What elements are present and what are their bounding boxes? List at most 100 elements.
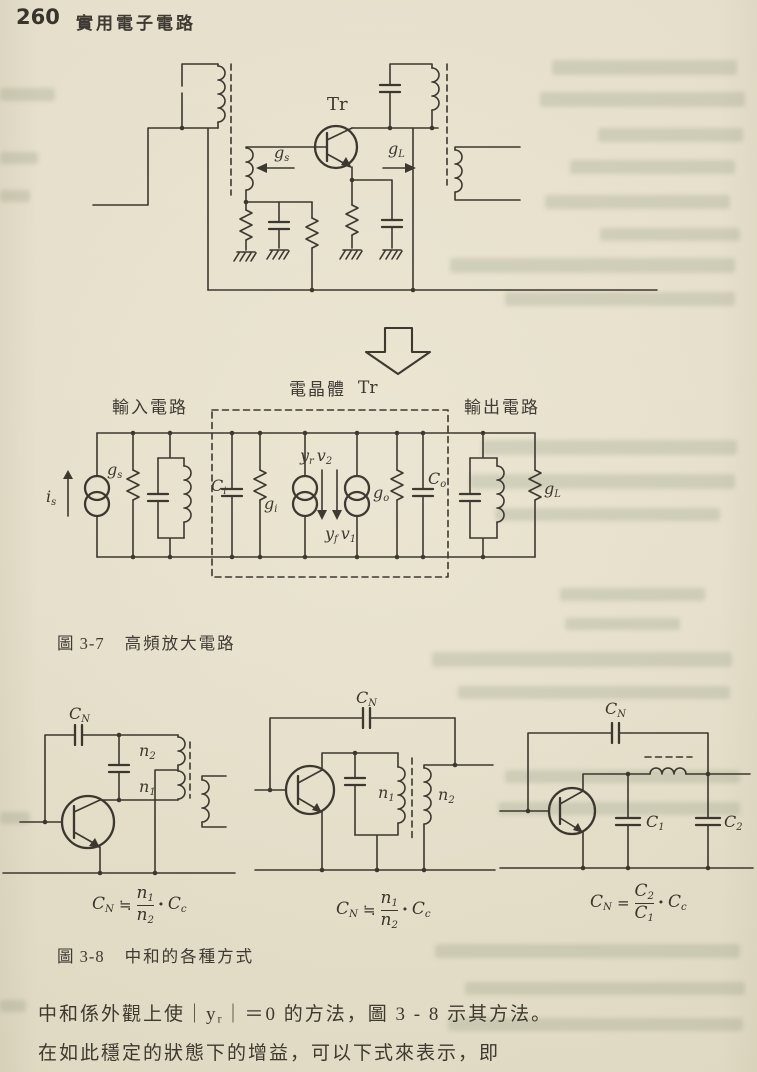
bleed-mark (432, 652, 732, 667)
label-c2: C2 (724, 814, 743, 833)
bleed-mark (570, 160, 735, 174)
label-transistor-section: 電晶體 (289, 380, 346, 399)
ground-symbol (339, 249, 363, 260)
formula-dot: · (157, 895, 164, 916)
body-text-subscript: r (217, 1011, 224, 1026)
label-sub: N (368, 697, 377, 709)
bleed-mark (598, 128, 743, 142)
resistor (126, 469, 140, 501)
label-text: n (438, 785, 449, 804)
label-text: n (139, 741, 150, 760)
label-sub: s (51, 496, 57, 508)
label-text: n (139, 777, 150, 796)
label-sub: 2 (325, 455, 333, 467)
winding-n1 (177, 770, 186, 800)
label-sub: 2 (448, 794, 455, 806)
label-n1-b: n1 (378, 785, 395, 804)
formula-rhs: Cc (168, 896, 187, 915)
label-text: g (388, 139, 399, 158)
cn-capacitor (73, 723, 84, 747)
label-sub: 2 (736, 821, 743, 833)
formula-relation: ≒ (362, 901, 376, 920)
term: C (590, 892, 604, 913)
transistor-symbol (284, 764, 336, 816)
term: C (667, 892, 681, 913)
label-cn-b: CN (356, 690, 377, 709)
bleed-mark (565, 618, 680, 630)
label-eq-gs: gs (107, 462, 122, 481)
label-text: g (274, 143, 285, 162)
node-dots (525, 771, 711, 871)
label-sub: N (617, 708, 626, 720)
label-ci: Ci (211, 478, 226, 497)
term: n (136, 883, 148, 903)
capacitor (220, 487, 244, 498)
label-sub: o (383, 492, 390, 504)
formula-relation: = (616, 894, 630, 913)
cn-capacitor (361, 706, 372, 730)
bleed-mark (552, 60, 737, 75)
label-n2-b: n2 (438, 787, 455, 806)
bleed-mark (465, 982, 745, 995)
down-arrow (317, 510, 327, 520)
term: C (167, 894, 181, 915)
bleed-mark (450, 258, 735, 273)
label-sub: L (554, 488, 561, 500)
winding-n1 (397, 766, 406, 824)
label-sub: N (81, 713, 90, 725)
figure-title: 中和的各種方式 (124, 947, 255, 966)
bleed-mark (0, 88, 55, 101)
term: C (92, 894, 106, 915)
term-sub: c (180, 904, 187, 916)
neutralization-circuit-c (499, 721, 754, 871)
figure-label: 圖 3-7 (57, 634, 105, 653)
formula-fraction: n1 n2 (136, 883, 154, 927)
body-text-line2: 在如此穩定的狀態下的增益，可以下式來表示，即 (38, 1043, 501, 1064)
label-text: C (646, 812, 659, 831)
fraction-numerator: n1 (136, 883, 154, 905)
label-co: Co (428, 471, 446, 490)
term-sub: c (680, 902, 687, 914)
label-text: C (356, 688, 369, 707)
formula-dot: · (401, 900, 408, 921)
equivalent-circuit-schematic (63, 409, 542, 578)
resistor (390, 469, 404, 501)
label-gl: gL (388, 141, 405, 160)
label-sub: 1 (149, 786, 156, 798)
formula-lhs: CN (92, 896, 114, 915)
formula-relation: ≒ (118, 896, 132, 915)
ground-symbol (379, 249, 403, 260)
formula-fraction: C2 C1 (634, 882, 655, 925)
bleed-mark (505, 292, 735, 306)
term-sub: 2 (647, 891, 655, 903)
capacitor (411, 487, 435, 498)
label-transistor-tr: Tr (327, 94, 348, 115)
formula-rhs: Cc (412, 901, 431, 920)
label-text: g (373, 483, 384, 502)
label-cn-c: CN (605, 701, 626, 720)
bleed-mark (498, 802, 740, 815)
capacitor (458, 492, 482, 503)
bleed-mark (458, 686, 730, 699)
formula-circuit-c: CN = C2 C1 · Cc (590, 882, 687, 925)
transistor-symbol (547, 786, 597, 836)
capacitor-c1 (614, 816, 642, 827)
current-source (291, 474, 319, 518)
inductor-coil (183, 465, 192, 523)
label-cn-a: CN (69, 706, 90, 725)
bleed-mark (470, 474, 735, 489)
label-c1: C1 (646, 814, 665, 833)
capacitor (267, 220, 291, 231)
label-text: y (325, 524, 335, 543)
bleed-mark (482, 440, 737, 455)
ground-symbol (233, 251, 257, 262)
term: C (336, 899, 350, 920)
inductor-coil (245, 147, 254, 191)
label-text: n (378, 783, 389, 802)
bleed-mark (448, 1018, 743, 1031)
label-output-circuit: 輸出電路 (464, 398, 540, 417)
label-text: C (211, 476, 224, 495)
bleed-mark (505, 770, 740, 783)
